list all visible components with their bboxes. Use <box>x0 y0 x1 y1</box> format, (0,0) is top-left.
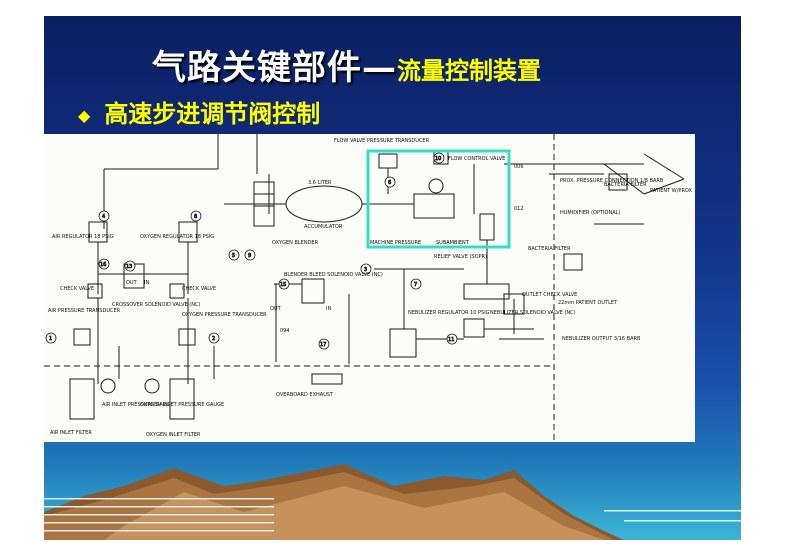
label-in-2: IN <box>326 306 331 312</box>
label-machine-pressure: MACHINE PRESSURE <box>370 240 421 246</box>
label-oxygen-inlet-filter: OXYGEN INLET FILTER <box>146 432 201 438</box>
label-oxygen-blender: OXYGEN BLENDER <box>272 240 319 246</box>
label-crossover: CROSSOVER SOLENOID VALVE (NC) <box>112 302 200 308</box>
num-11: 11 <box>448 337 454 343</box>
diamond-bullet-icon: ◆ <box>78 105 91 125</box>
label-nebulizer-output: NEBULIZER OUTPUT 3/16 BARB <box>562 336 641 342</box>
label-patient-outlet: 22mm PATIENT OUTLET <box>558 300 618 306</box>
label-overboard-exhaust: OVERBOARD EXHAUST <box>276 392 334 398</box>
label-bacteria-filter-top: BACTERIA FILTER <box>604 182 647 188</box>
title-sub: 流量控制装置 <box>397 57 541 85</box>
num-1: 1 <box>49 336 52 342</box>
num-16: 16 <box>100 262 106 268</box>
label-out: OUT <box>126 280 138 286</box>
label-check-valve-left: CHECK VALVE <box>60 286 94 292</box>
label-oxygen-inlet-gauge: OXYGEN INLET PRESSURE GAUGE <box>140 402 224 408</box>
label-liter: 3.6 LITER <box>308 180 332 186</box>
stripe-decoration <box>44 498 741 532</box>
label-air-regulator: AIR REGULATOR 18 PSIG <box>52 234 114 240</box>
label-nebulizer-solenoid: NEBULIZER SOLENOID VALVE (NC) <box>490 310 576 316</box>
num-15: 15 <box>280 282 286 288</box>
label-oxygen-pressure-transducer: OXYGEN PRESSURE TRANSDUCER <box>182 312 267 318</box>
label-oxygen-regulator: OXYGEN REGULATOR 18 PSIG <box>140 234 214 240</box>
label-relief-valve: RELIEF VALVE (SOPR) <box>434 254 487 260</box>
flow-control-highlight-box <box>366 149 511 249</box>
label-bacteria-filter-mid: BACTERIA FILTER <box>528 246 571 252</box>
label-nebulizer-regulator: NEBULIZER REGULATOR 10 PSIG <box>408 310 490 316</box>
num-9: 9 <box>248 253 251 259</box>
slide-title: 气路关键部件—流量控制装置 <box>152 40 541 89</box>
num-17: 17 <box>320 342 326 348</box>
label-code-094: 094 <box>280 328 290 334</box>
slide: 气路关键部件—流量控制装置 ◆ 高速步进调节阀控制 <box>44 16 741 540</box>
label-in: IN <box>144 280 149 286</box>
bullet-point: ◆ 高速步进调节阀控制 <box>78 94 320 129</box>
num-8: 8 <box>194 214 197 220</box>
label-air-inlet-filter: AIR INLET FILTER <box>50 430 92 436</box>
label-out-2: OUT <box>270 306 282 312</box>
num-3: 3 <box>364 267 367 273</box>
num-5: 5 <box>232 253 235 259</box>
label-check-valve-right: CHECK VALVE <box>182 286 216 292</box>
label-flow-valve-transducer: FLOW VALVE PRESSURE TRANSDUCER <box>334 138 430 144</box>
label-prox-pressure: PROX. PRESSURE CONNECTION 1/8 BARB <box>560 178 664 184</box>
num-6: 6 <box>388 180 391 186</box>
label-code-012: 012 <box>514 206 524 212</box>
title-main: 气路关键部件— <box>152 48 397 88</box>
label-air-pressure-transducer: AIR PRESSURE TRANSDUCER <box>48 308 121 314</box>
num-10: 10 <box>435 156 441 162</box>
num-13: 13 <box>126 264 132 270</box>
num-4: 4 <box>102 214 105 220</box>
label-accumulator: ACCUMULATOR <box>304 224 343 230</box>
label-subambient: SUBAMBIENT <box>436 240 470 246</box>
label-code-006: 006 <box>514 164 524 170</box>
bullet-text: 高速步进调节阀控制 <box>104 100 321 128</box>
label-humidifier: HUMIDIFIER (OPTIONAL) <box>560 210 620 216</box>
pneumatic-schematic: 1 2 3 4 5 6 7 8 9 10 11 13 15 16 17 FLOW… <box>44 134 693 442</box>
pneumatic-diagram: 1 2 3 4 5 6 7 8 9 10 11 13 15 16 17 FLOW… <box>44 134 695 442</box>
label-outlet-check-valve: OUTLET CHECK VALVE <box>522 292 577 298</box>
label-air-inlet-gauge: AIR INLET PRESSURE GAUGE <box>102 402 174 408</box>
num-2: 2 <box>212 336 215 342</box>
label-flow-control-valve: FLOW CONTROL VALVE <box>448 156 505 162</box>
num-7: 7 <box>414 282 417 288</box>
label-patient-wyprox: PATIENT W/PROX <box>650 188 693 194</box>
label-blender-bleed: BLENDER BLEED SOLENOID VALVE (NC) <box>284 272 383 278</box>
